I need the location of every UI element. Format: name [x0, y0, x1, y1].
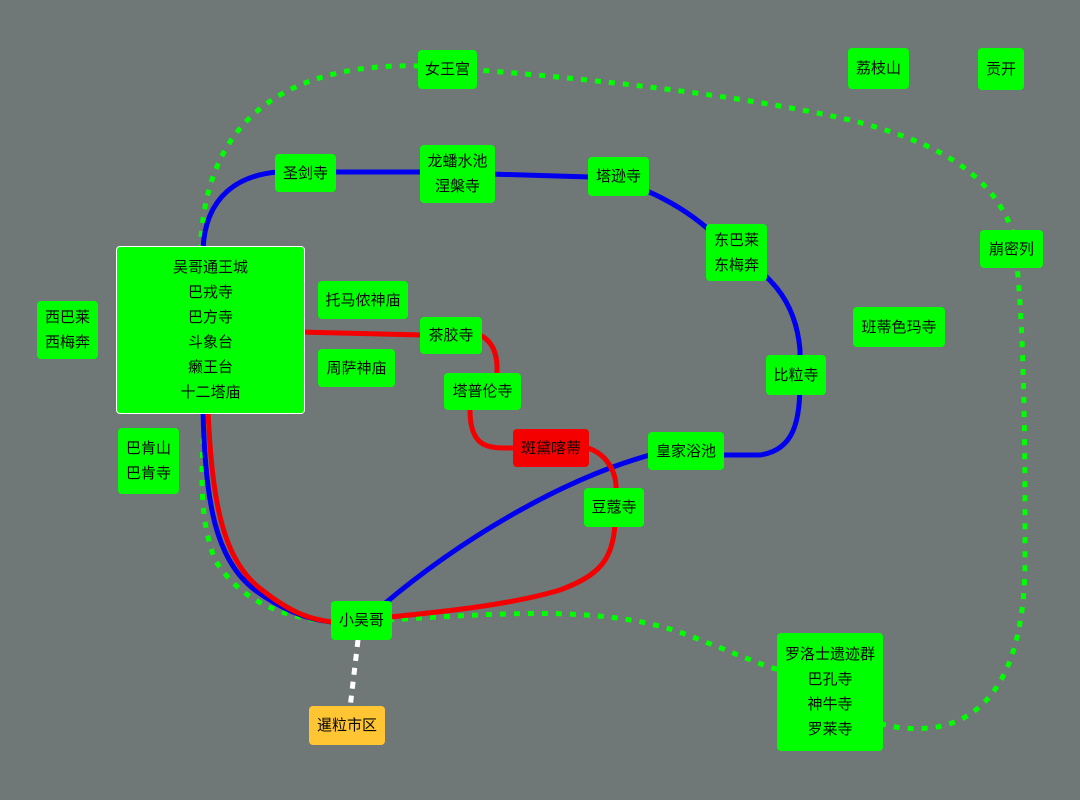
node-label: 比粒寺 [773, 365, 819, 384]
node-label: 东梅奔 [713, 255, 759, 274]
node-banteay-samre[interactable]: 豆蔻寺 [584, 488, 644, 527]
node-label: 巴肯寺 [125, 464, 171, 482]
node-angkor-thom-group[interactable]: 吴哥通王城 巴戎寺 巴方寺 斗象台 癞王台 十二塔庙 [116, 246, 305, 414]
red-route-small-circuit [205, 329, 619, 625]
node-label: 巴方寺 [187, 308, 233, 326]
node-label: 圣剑寺 [282, 163, 328, 182]
node-banteay-srei[interactable]: 女王宫 [418, 50, 477, 89]
node-label: 贡开 [985, 59, 1016, 78]
node-label: 斗象台 [187, 333, 233, 351]
green-route-bakong-link [199, 409, 336, 625]
node-label: 荔枝山 [855, 59, 901, 77]
node-chau-say[interactable]: 周萨神庙 [318, 349, 395, 387]
node-ta-prohm[interactable]: 塔普伦寺 [444, 373, 521, 410]
node-roluos-group[interactable]: 罗洛士遗迹群 巴孔寺 神牛寺 罗莱寺 [777, 633, 883, 751]
node-label: 神牛寺 [807, 695, 853, 713]
node-label: 西巴莱 [44, 308, 90, 326]
green-route-small-to-roluos [387, 611, 781, 673]
node-label: 巴孔寺 [807, 670, 853, 688]
node-srah-srang[interactable]: 皇家浴池 [648, 432, 724, 470]
node-east-baray[interactable]: 东巴莱 东梅奔 [706, 224, 767, 281]
node-label: 托马侬神庙 [325, 290, 401, 309]
green-route-grand-circuit [197, 63, 1028, 732]
node-label: 巴戎寺 [187, 283, 233, 301]
node-label: 龙蟠水池 [427, 152, 488, 170]
node-west-baray[interactable]: 西巴莱 西梅奔 [37, 301, 98, 359]
node-beng-mealea[interactable]: 崩密列 [980, 230, 1043, 268]
node-pre-rup[interactable]: 比粒寺 [766, 355, 826, 395]
node-label: 女王宫 [424, 60, 470, 78]
node-ta-som[interactable]: 塔逊寺 [588, 157, 649, 196]
node-label: 东巴莱 [713, 230, 759, 249]
node-label: 豆蔻寺 [591, 498, 637, 516]
node-label: 西梅奔 [44, 333, 90, 351]
node-label: 周萨神庙 [326, 358, 387, 377]
node-label: 崩密列 [988, 239, 1034, 258]
node-label: 小吴哥 [338, 611, 384, 629]
node-thommanon[interactable]: 托马侬神庙 [318, 281, 408, 319]
node-label: 塔普伦寺 [452, 382, 513, 400]
white-route-to-city [347, 639, 361, 709]
node-label: 塔逊寺 [595, 167, 641, 185]
node-preah-khan[interactable]: 圣剑寺 [275, 154, 336, 192]
node-koh-ker[interactable]: 贡开 [978, 48, 1024, 90]
node-label: 茶胶寺 [428, 326, 474, 344]
node-label: 巴肯山 [125, 439, 171, 457]
node-label: 癞王台 [187, 358, 233, 376]
node-label: 暹粒市区 [316, 716, 377, 734]
node-bakong-hill[interactable]: 巴肯山 巴肯寺 [118, 428, 179, 494]
node-angkor-wat[interactable]: 小吴哥 [331, 601, 392, 640]
node-banteay-chhmar[interactable]: 班蒂色玛寺 [853, 307, 945, 347]
node-label: 吴哥通王城 [172, 258, 248, 276]
node-label: 班蒂色玛寺 [861, 317, 937, 336]
node-kbal-spean[interactable]: 荔枝山 [848, 48, 909, 89]
node-label: 皇家浴池 [655, 441, 716, 460]
node-banteay-kdei[interactable]: 斑黛喀蒂 [513, 429, 589, 467]
node-label: 十二塔庙 [180, 383, 241, 401]
node-siem-reap-city[interactable]: 暹粒市区 [309, 706, 385, 745]
node-label: 涅槃寺 [434, 177, 480, 195]
node-label: 斑黛喀蒂 [520, 438, 581, 457]
node-label: 罗莱寺 [807, 720, 853, 738]
node-label: 罗洛士遗迹群 [784, 645, 875, 663]
node-neak-pean[interactable]: 龙蟠水池 涅槃寺 [420, 145, 495, 203]
node-ta-keo[interactable]: 茶胶寺 [420, 317, 482, 354]
